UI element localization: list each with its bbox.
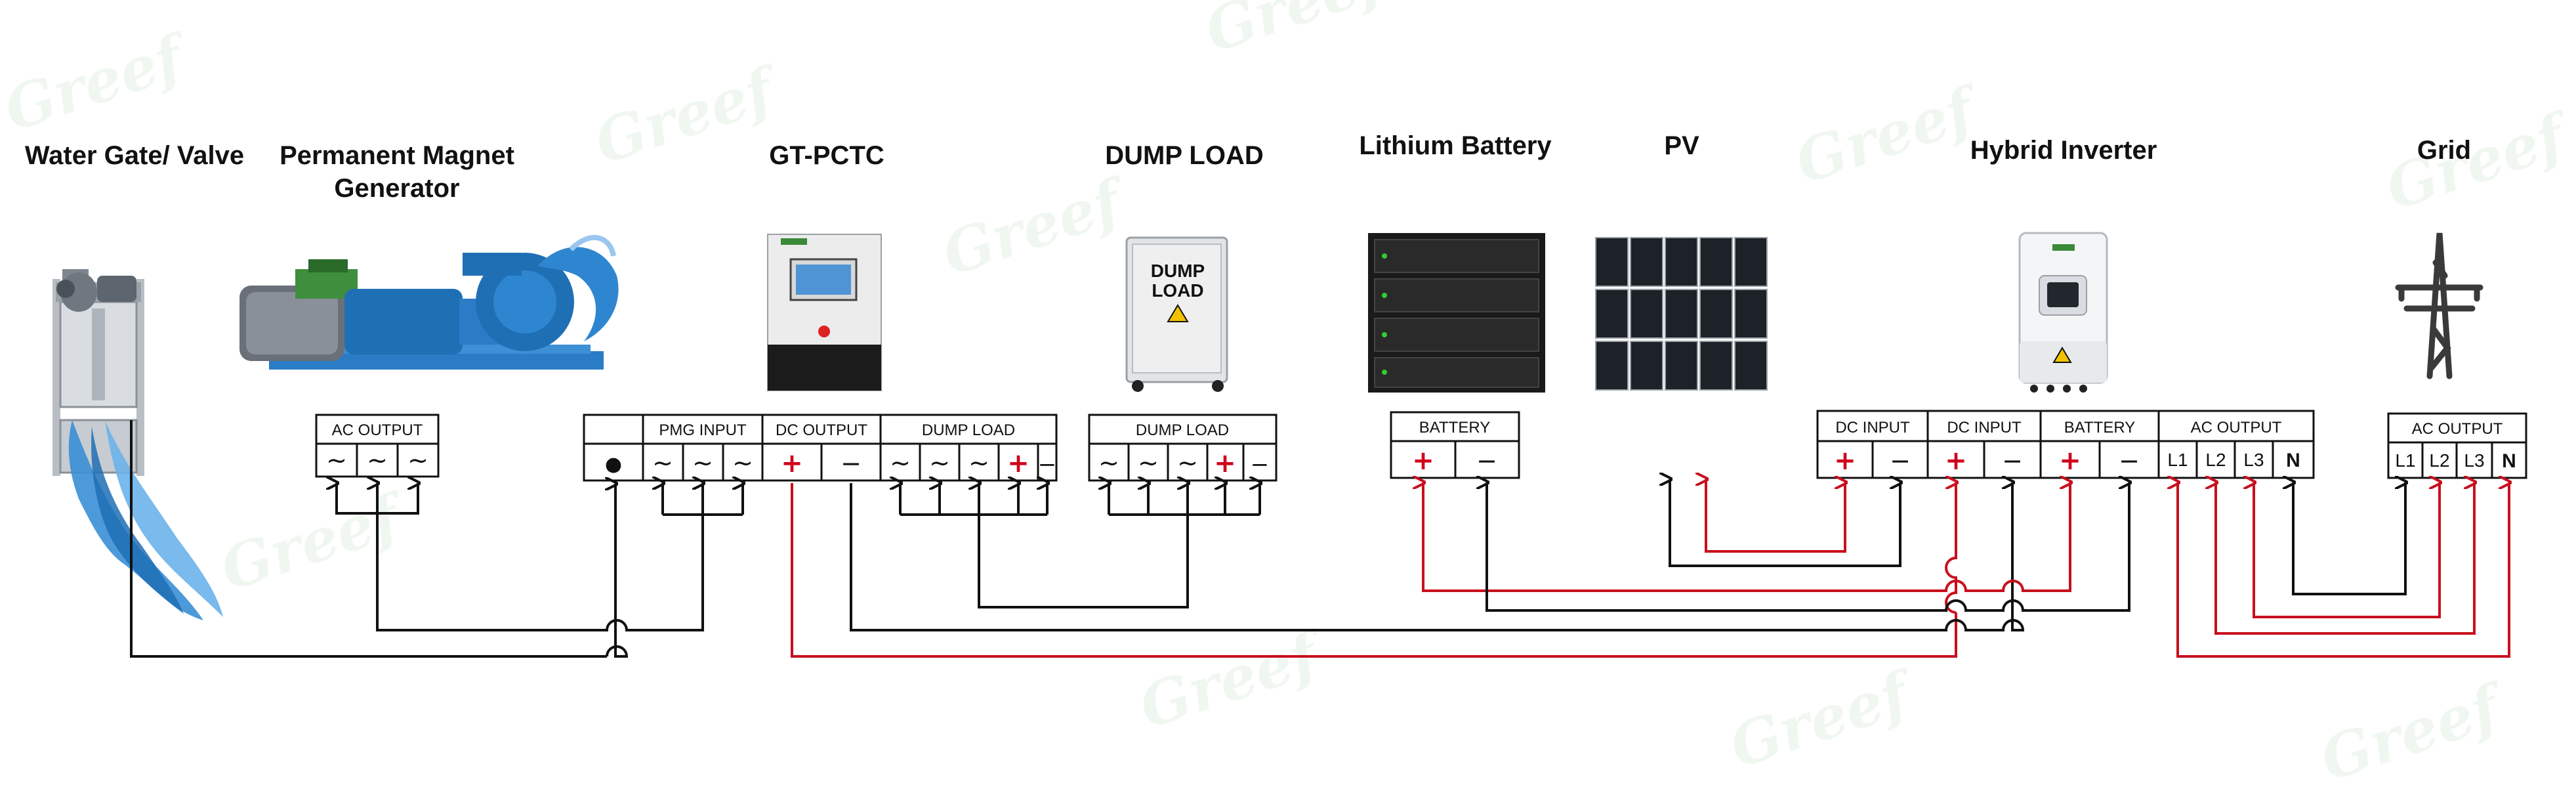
wire-battery-negative [1485, 482, 2129, 612]
terminal-l1: L1 [2395, 450, 2415, 471]
wire-ac-n [2292, 482, 2407, 595]
title-controller: GT-PCTC [769, 141, 884, 170]
watermark: Greef [1787, 72, 1990, 198]
wire-ac-l3 [2253, 482, 2441, 618]
terminal-ac: ~ [692, 448, 713, 477]
inverter-icon [2018, 232, 2108, 393]
title-water-gate: Water Gate/ Valve [25, 141, 244, 170]
terminal-ac: ~ [652, 448, 673, 477]
dc-output-header: DC OUTPUT [776, 421, 867, 439]
wire-gen-to-pmg [376, 513, 704, 631]
terminal-positive: + [2059, 446, 2081, 476]
watermark: Greef [2312, 670, 2515, 789]
inv-battery-header: BATTERY [2064, 419, 2135, 437]
terminal-negative: − [1251, 452, 1270, 478]
wire-dc-positive [791, 483, 1957, 658]
watermark: Greef [2378, 98, 2576, 224]
ctrl-dump-load-header: DUMP LOAD [922, 421, 1015, 439]
terminal-positive: + [1834, 446, 1856, 476]
watermark: Greef [213, 479, 415, 605]
wire-hop [606, 645, 629, 658]
terminal-negative: − [1476, 446, 1497, 475]
watermark: Greef [934, 164, 1137, 289]
terminal-ac: ~ [1138, 448, 1159, 477]
inverter-terminal-block: DC INPUT + − DC INPUT + − BATTERY + − AC… [1816, 410, 2315, 479]
title-battery: Lithium Battery [1359, 131, 1552, 160]
terminal-n: N [2502, 450, 2516, 472]
dump-panel-label-line2: LOAD [1152, 280, 1203, 301]
terminal-positive: + [1945, 446, 1967, 476]
wire-ac-l1 [2176, 482, 2510, 658]
pmg-input-header: PMG INPUT [659, 421, 747, 439]
dump-load-terminal-header: DUMP LOAD [1136, 421, 1229, 439]
terminal-positive: + [1007, 448, 1029, 479]
wire-ctrl-to-dump [978, 515, 1189, 608]
title-pv: PV [1664, 131, 1699, 160]
terminal-l2: L2 [2205, 450, 2226, 470]
dump-load-cabinet-icon: DUMP LOAD [1125, 236, 1228, 392]
controller-terminal-block: ● PMG INPUT ~ ~ ~ DC OUTPUT + − DUMP LOA… [583, 414, 1058, 482]
wire-pv-negative [1669, 479, 1900, 567]
aux-terminal: ● [605, 453, 622, 476]
dump-panel-label-line1: DUMP [1151, 261, 1205, 281]
grid-ac-output-header: AC OUTPUT [2412, 420, 2503, 438]
power-tower-icon [2395, 232, 2483, 379]
terminal-l3: L3 [2464, 450, 2484, 471]
terminal-positive: + [781, 448, 803, 479]
wires [130, 420, 2510, 658]
battery-terminal: BATTERY + − [1390, 411, 1520, 479]
terminal-negative: − [1038, 452, 1057, 478]
wire-dc-negative [850, 482, 2025, 631]
terminal-l3: L3 [2243, 450, 2264, 470]
valve-icon [52, 269, 223, 620]
watermark: Greef [587, 53, 789, 178]
terminal-l1: L1 [2167, 450, 2188, 470]
terminal-ac: ~ [326, 446, 347, 475]
wire-dc-positive-hop [1945, 482, 1956, 614]
terminal-ac: ~ [732, 448, 753, 477]
gen-ac-output-terminal: AC OUTPUT ~ ~ ~ [315, 414, 440, 478]
terminal-negative: − [1890, 446, 1911, 475]
title-grid: Grid [2417, 136, 2471, 165]
inv-dc-input-header: DC INPUT [1947, 419, 2022, 437]
generator-icon [239, 235, 619, 370]
wire-battery-positive [1422, 482, 2070, 592]
inv-ac-output-header: AC OUTPUT [2191, 419, 2282, 437]
terminal-ac: ~ [890, 448, 911, 477]
title-inverter: Hybrid Inverter [1970, 136, 2157, 165]
terminal-ac: ~ [1177, 448, 1198, 477]
wire-valve-aux [130, 420, 607, 658]
battery-terminal-header: BATTERY [1419, 419, 1490, 437]
battery-rack-icon [1368, 233, 1545, 393]
terminal-positive: + [1214, 448, 1236, 479]
title-pmg-line2: Generator [334, 174, 459, 203]
watermark: Greef [1131, 617, 1334, 742]
terminal-negative: − [2119, 446, 2140, 475]
grid-terminal: AC OUTPUT L1 L2 L3 N [2387, 412, 2527, 479]
terminal-n: N [2286, 450, 2300, 471]
terminal-ac: ~ [968, 448, 989, 477]
terminal-ac: ~ [929, 448, 950, 477]
terminal-ac: ~ [1098, 448, 1119, 477]
terminal-ac: ~ [367, 446, 388, 475]
solar-panel-icon [1594, 236, 1768, 391]
terminal-positive: + [1412, 446, 1434, 476]
wire-pv-positive [1705, 479, 1845, 553]
terminal-negative: − [2002, 446, 2023, 475]
watermark: Greef [1197, 0, 1400, 66]
title-pmg-line1: Permanent Magnet [280, 141, 514, 170]
controller-cabinet-icon [767, 234, 882, 391]
dump-load-terminal: DUMP LOAD ~ ~ ~ + − [1088, 414, 1278, 482]
inv-dc-input-pv-header: DC INPUT [1835, 419, 1910, 437]
terminal-l2: L2 [2429, 450, 2449, 471]
terminal-negative: − [841, 449, 862, 478]
watermark: Greef [1722, 656, 1924, 782]
title-dump-load: DUMP LOAD [1105, 141, 1263, 170]
gen-ac-output-header: AC OUTPUT [332, 421, 423, 439]
terminal-ac: ~ [407, 446, 428, 475]
watermark: Greef [0, 20, 199, 145]
wire-to-aux [615, 484, 627, 658]
